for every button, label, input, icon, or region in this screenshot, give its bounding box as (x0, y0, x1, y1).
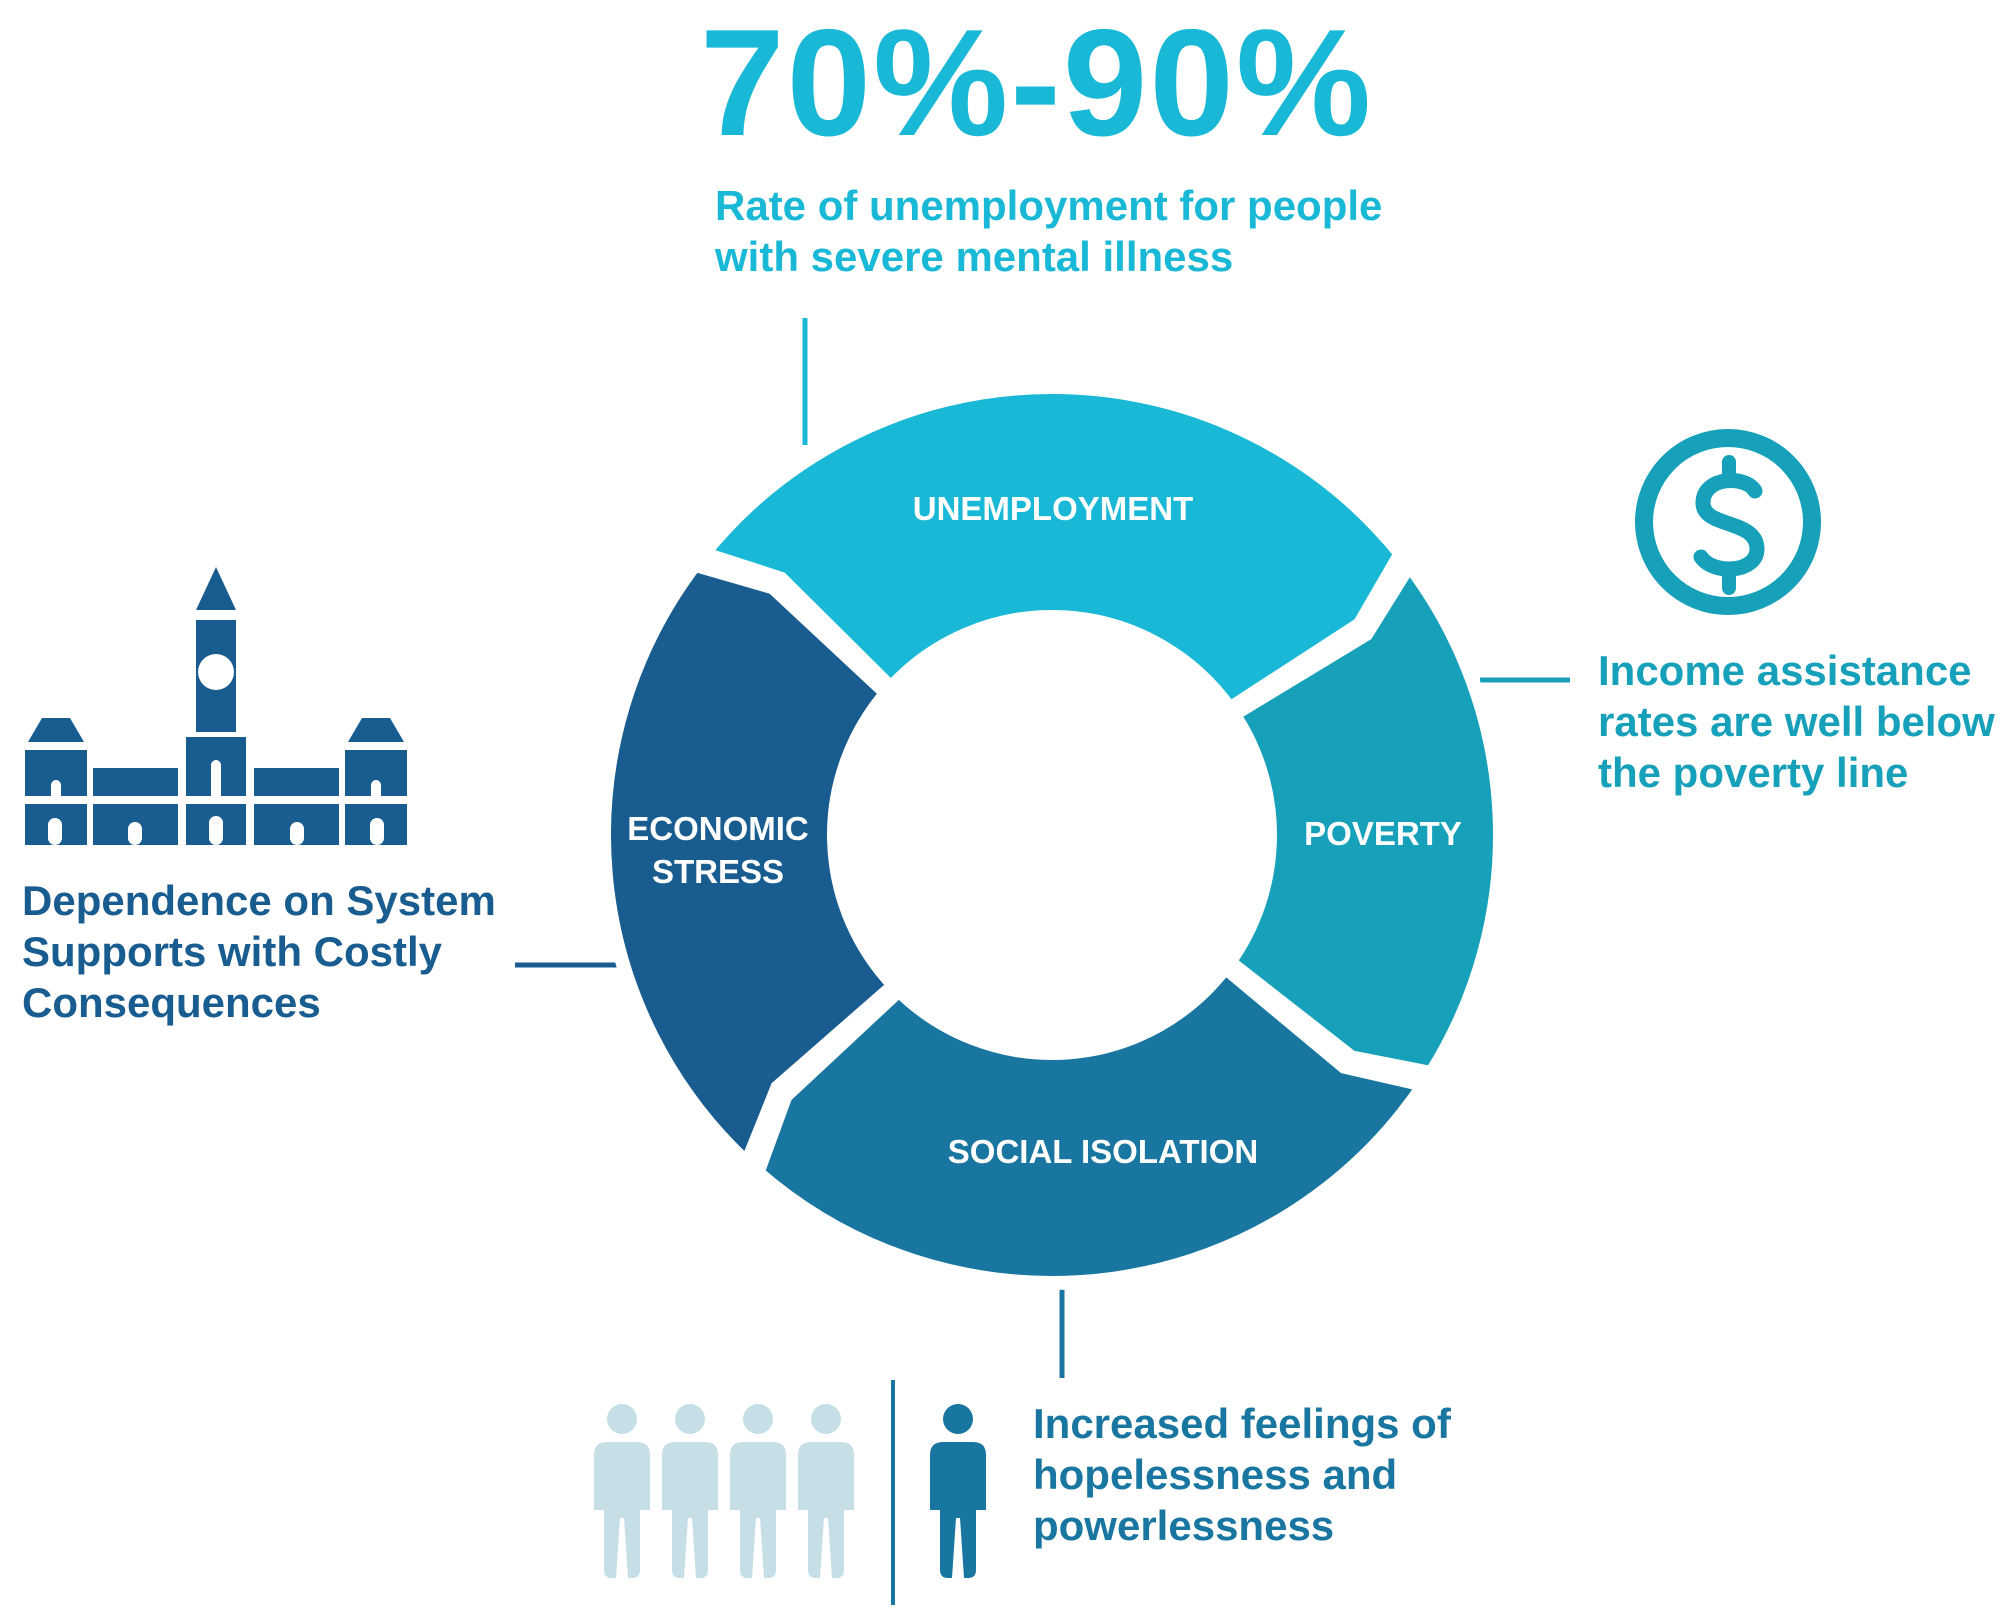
dollar-circle-icon (1635, 429, 1821, 615)
segment-label-unemployment: UNEMPLOYMENT (913, 490, 1194, 527)
person-highlighted-icon (930, 1404, 986, 1578)
person-icon (594, 1404, 650, 1578)
parliament-building-icon (25, 567, 407, 845)
person-icon (798, 1404, 854, 1578)
callout-income-assistance: Income assistance rates are well below t… (1598, 647, 1995, 797)
segment-label-poverty: POVERTY (1304, 815, 1462, 852)
segment-social-isolation (749, 957, 1436, 1290)
segment-label-economic-stress-line1: ECONOMIC (627, 810, 809, 847)
segment-unemployment (691, 380, 1410, 719)
segment-label-economic-stress-line2: STRESS (652, 853, 784, 890)
callout-system-supports: Dependence on System Supports with Costl… (22, 877, 496, 1027)
big-stat-value: 70%-90% (700, 0, 1374, 168)
person-icon (730, 1404, 786, 1578)
people-group-icon (594, 1404, 986, 1578)
person-icon (662, 1404, 718, 1578)
callout-hopelessness: Increased feelings of hopelessness and p… (1033, 1400, 1451, 1550)
stat-caption: Rate of unemployment for people with sev… (715, 182, 1383, 281)
segment-label-social-isolation: SOCIAL ISOLATION (948, 1133, 1258, 1170)
segment-economic-stress (597, 556, 905, 1176)
segment-poverty (1219, 552, 1507, 1081)
